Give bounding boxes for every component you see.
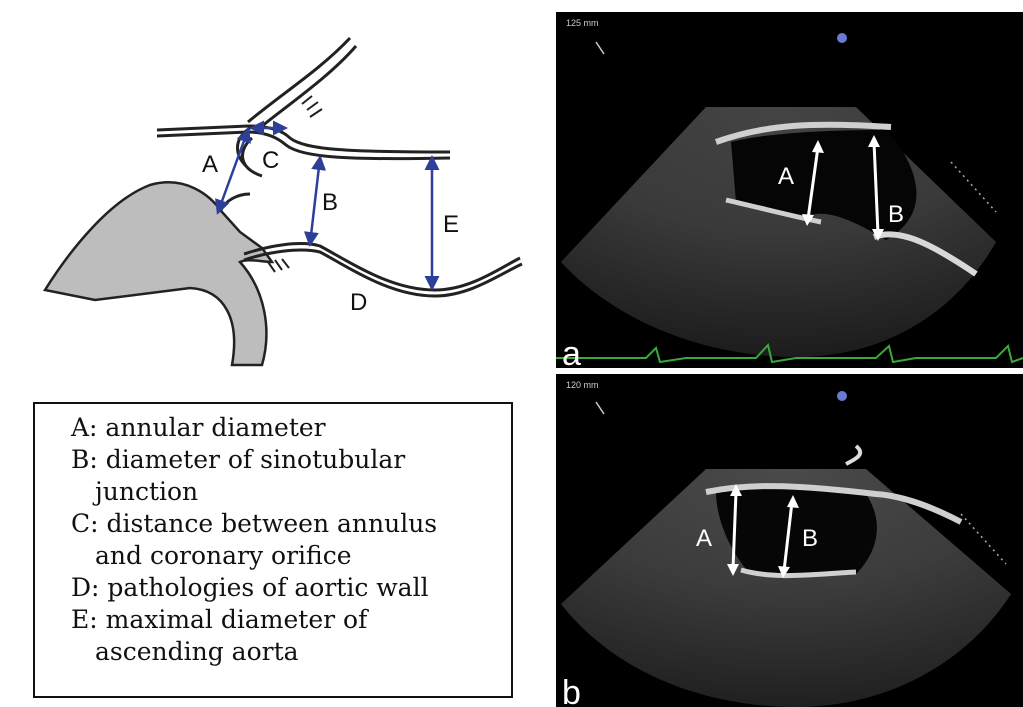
echo-image-b: A B 120 mm b (556, 374, 1023, 707)
probe-orientation-marker (837, 33, 847, 43)
legend-item-a: A: annular diameter (71, 412, 326, 444)
legend-box: A: annular diameter B: diameter of sinot… (33, 402, 513, 698)
echo-b-depth: 120 mm (566, 380, 599, 390)
label-c: C (262, 147, 279, 174)
legend-item-c: C: distance between annulus and coronary… (71, 508, 437, 572)
measure-b-arrow (310, 158, 320, 244)
echo-a-depth: 125 mm (566, 18, 599, 28)
coronary-ostium (243, 138, 262, 176)
legend-item-b: B: diameter of sinotubular junction (71, 444, 405, 508)
aortic-root-schematic: A C B E D (0, 0, 555, 400)
ventricle-shape (45, 182, 272, 365)
echo-a-marker-a: A (778, 163, 794, 190)
label-d: D (350, 289, 367, 316)
panel-letter-b: b (562, 674, 581, 707)
label-a: A (202, 151, 218, 178)
panel-letter-a: a (562, 335, 581, 368)
legend-item-d: D: pathologies of aortic wall (71, 572, 429, 604)
label-e: E (443, 211, 459, 238)
echo-image-a: A B 125 mm a (556, 12, 1023, 368)
echo-b-marker-a: A (696, 525, 712, 552)
aortic-wall-upper (157, 126, 450, 152)
probe-orientation-marker (837, 391, 847, 401)
coronary-artery-upper (248, 38, 350, 122)
echo-b-marker-b: B (802, 525, 818, 552)
label-b: B (322, 189, 338, 216)
legend-item-e: E: maximal diameter of ascending aorta (71, 604, 367, 668)
echo-a-marker-b: B (888, 201, 904, 228)
